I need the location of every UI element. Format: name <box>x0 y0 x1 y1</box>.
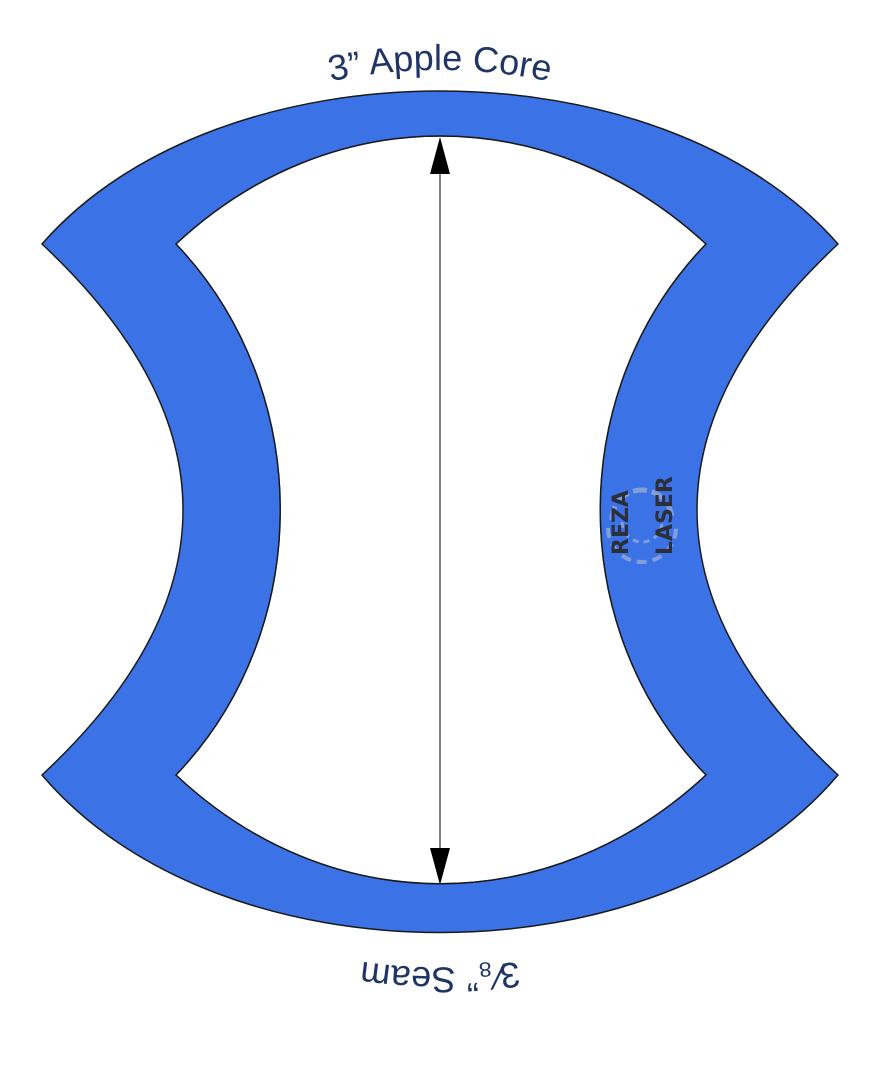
bottom-label: 3⁄₈” Seam <box>358 954 523 1001</box>
logo-ring-icon <box>606 487 678 564</box>
measurement-arrow-up <box>430 137 450 174</box>
top-label: 3” Apple Core <box>325 37 556 89</box>
top-label-path: 3” Apple Core <box>325 37 556 89</box>
reza-laser-logo: REZA LASER <box>606 476 678 564</box>
finished-size-outline <box>175 135 707 885</box>
logo-text-laser: LASER <box>653 476 678 555</box>
measurement-arrow-down <box>430 848 450 885</box>
logo-text-reza: REZA <box>609 490 634 555</box>
bottom-label-path: 3⁄₈” Seam <box>358 954 523 1001</box>
